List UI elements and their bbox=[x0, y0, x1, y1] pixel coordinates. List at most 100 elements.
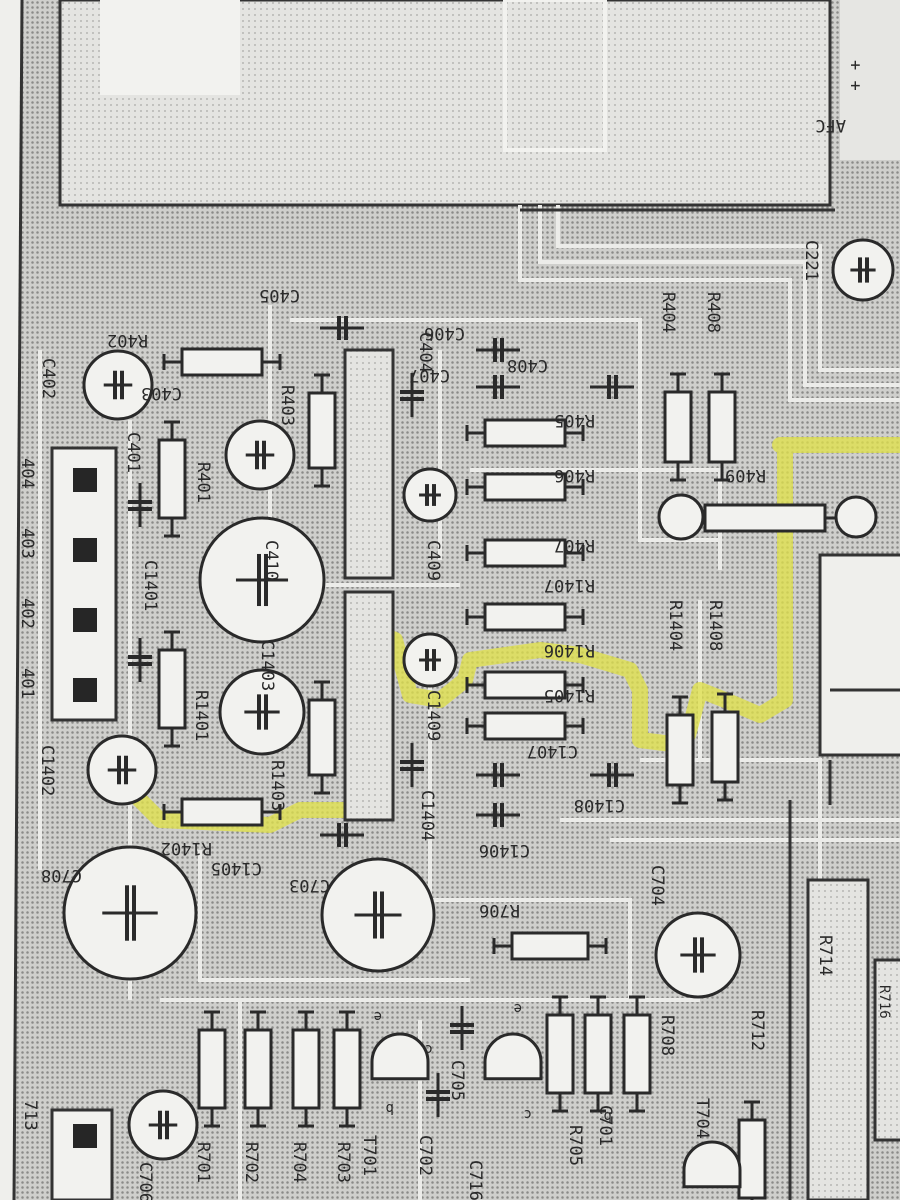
r409-right-pad bbox=[834, 495, 878, 539]
r406-body bbox=[465, 472, 585, 502]
label-r1405: R1405 bbox=[544, 685, 595, 705]
label-c1409: C1409 bbox=[423, 690, 443, 741]
c1407-body bbox=[476, 763, 520, 787]
r1401-body bbox=[157, 630, 187, 748]
components bbox=[62, 238, 895, 1200]
r1402-body bbox=[162, 797, 282, 827]
label-mark-e2: e bbox=[514, 1000, 522, 1016]
r705-body bbox=[545, 995, 575, 1113]
label-r714: R714 bbox=[815, 935, 835, 976]
ic-upper bbox=[343, 348, 395, 580]
trace-outlines bbox=[38, 205, 900, 1200]
board-edge bbox=[12, 0, 24, 1200]
label-c716: C716 bbox=[465, 1160, 485, 1200]
t701-body bbox=[370, 1032, 430, 1081]
label-c408: C408 bbox=[507, 355, 548, 375]
ic-right-edge bbox=[873, 958, 900, 1142]
r403-body bbox=[307, 373, 337, 488]
t702-body bbox=[483, 1032, 543, 1081]
label-r704: R704 bbox=[289, 1142, 309, 1183]
label-c1403: C1403 bbox=[257, 640, 277, 691]
connector-block bbox=[50, 446, 118, 722]
r708-body bbox=[622, 995, 652, 1113]
label-pin-403: 403 bbox=[17, 528, 37, 559]
label-pin-402: 402 bbox=[17, 598, 37, 629]
label-r1403: R1403 bbox=[267, 760, 287, 811]
label-c221: C221 bbox=[801, 240, 821, 281]
label-r1401: R1401 bbox=[191, 690, 211, 741]
label-c703: C703 bbox=[289, 875, 330, 895]
c1402-body bbox=[86, 734, 158, 806]
r402-body bbox=[162, 347, 282, 377]
label-c1408: C1408 bbox=[574, 795, 625, 815]
c704-body bbox=[654, 911, 742, 999]
label-c702: C702 bbox=[415, 1135, 435, 1176]
yellow-highlight-path bbox=[102, 437, 900, 833]
label-r408: R408 bbox=[703, 292, 723, 333]
c1405-body bbox=[320, 823, 364, 847]
paper-margin bbox=[0, 0, 22, 1200]
label-mark-c1: c bbox=[425, 1041, 433, 1057]
r1408-body bbox=[710, 692, 740, 802]
c706-body bbox=[127, 1089, 199, 1161]
r701-body bbox=[197, 1010, 227, 1128]
label-c406: C406 bbox=[424, 323, 465, 343]
afc-area bbox=[840, 0, 900, 160]
label-c404: C404 bbox=[415, 332, 435, 373]
label-pin-401: 401 bbox=[17, 668, 37, 699]
label-plus-marks: + + bbox=[845, 60, 865, 91]
c406-body bbox=[476, 338, 520, 362]
label-mark-b2: b bbox=[604, 1108, 612, 1124]
module-inner-trace bbox=[503, 0, 607, 152]
label-c1405: C1405 bbox=[211, 858, 262, 878]
label-c1404: C1404 bbox=[417, 790, 437, 841]
label-r701: R701 bbox=[193, 1142, 213, 1183]
ic-right-bottom bbox=[806, 878, 870, 1200]
c402-body bbox=[82, 349, 154, 421]
c701-body bbox=[583, 995, 613, 1113]
c221-body bbox=[831, 238, 895, 302]
label-c401: C401 bbox=[123, 432, 143, 473]
c705-body bbox=[450, 1006, 474, 1050]
label-c409: C409 bbox=[423, 540, 443, 581]
label-r404: R404 bbox=[658, 292, 678, 333]
r1407-body bbox=[465, 602, 585, 632]
c410-body bbox=[198, 516, 326, 644]
ic-lower bbox=[343, 590, 395, 822]
c708-body bbox=[62, 845, 198, 981]
label-r1407: R1407 bbox=[544, 575, 595, 595]
r401-body bbox=[157, 420, 187, 538]
traces bbox=[520, 208, 835, 1200]
label-r705: R705 bbox=[565, 1125, 585, 1166]
label-mark-c2: c bbox=[524, 1106, 532, 1122]
r407-body bbox=[465, 538, 585, 568]
label-r402: R402 bbox=[107, 330, 148, 350]
c409-body bbox=[402, 467, 458, 523]
label-r406: R406 bbox=[554, 465, 595, 485]
c1403-body bbox=[218, 668, 306, 756]
label-r1408: R1408 bbox=[705, 600, 725, 651]
label-c705: C705 bbox=[447, 1060, 467, 1101]
r1403-body bbox=[307, 680, 337, 795]
c403-body bbox=[224, 419, 296, 491]
c1401-body bbox=[128, 638, 152, 682]
label-r708: R708 bbox=[657, 1015, 677, 1056]
label-mark-b1: b bbox=[386, 1100, 394, 1116]
r1405-body bbox=[465, 711, 585, 741]
r405-body bbox=[465, 418, 585, 448]
connector-713 bbox=[50, 1108, 114, 1200]
t704-body bbox=[682, 1140, 742, 1189]
label-c410: C410 bbox=[261, 540, 281, 581]
label-c402: C402 bbox=[38, 358, 58, 399]
c1408-body bbox=[590, 763, 634, 787]
r712-body bbox=[737, 1100, 767, 1200]
label-c405: C405 bbox=[259, 285, 300, 305]
r706-body bbox=[492, 931, 608, 961]
c401-body bbox=[128, 483, 152, 527]
r702-body bbox=[243, 1010, 273, 1128]
label-pin-404: 404 bbox=[17, 458, 37, 489]
connector-pins bbox=[73, 468, 97, 702]
